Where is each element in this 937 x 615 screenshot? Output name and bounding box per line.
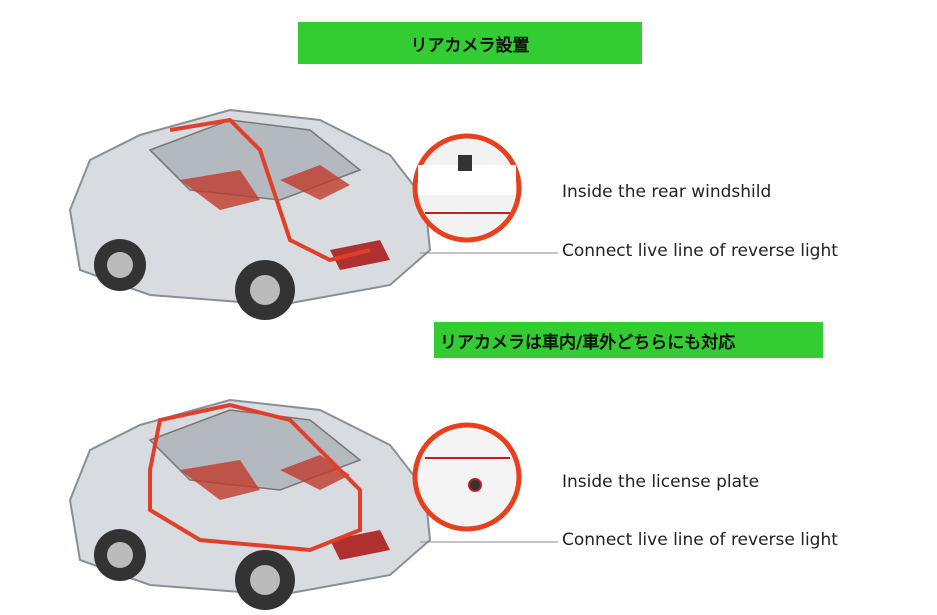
car-illustration-top bbox=[69, 109, 431, 321]
label-reverse-light-bottom: Connect live line of reverse light bbox=[562, 530, 838, 550]
title-banner: リアカメラ設置 bbox=[298, 22, 642, 64]
label-license-plate: Inside the license plate bbox=[562, 472, 760, 492]
label-rear-windshield: Inside the rear windshild bbox=[562, 182, 772, 202]
car-illustration-bottom bbox=[69, 399, 431, 611]
detail-circle-windshield bbox=[412, 133, 522, 243]
detail-circle-license-plate bbox=[412, 422, 522, 532]
label-reverse-light-top: Connect live line of reverse light bbox=[562, 241, 838, 261]
subtitle-banner: リアカメラは車内/車外どちらにも対応 bbox=[434, 322, 823, 358]
